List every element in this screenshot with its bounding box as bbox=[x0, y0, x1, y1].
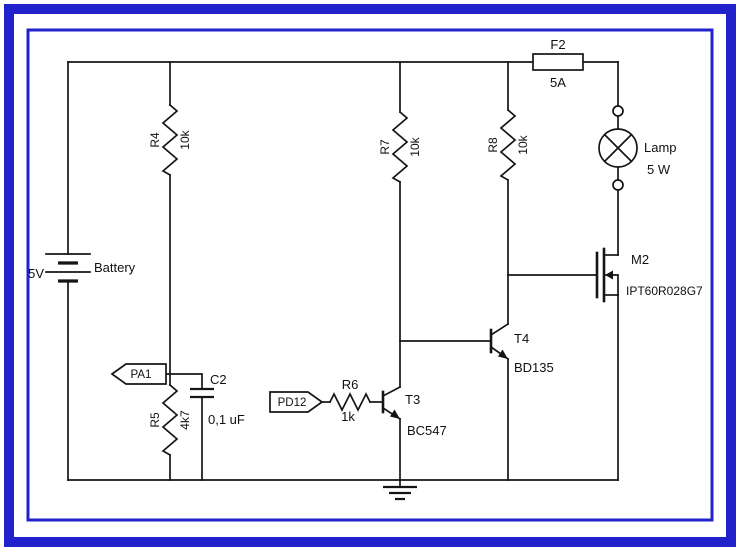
ground-symbol bbox=[383, 479, 417, 501]
m2-part-label: IPT60R028G7 bbox=[626, 284, 703, 298]
t3-emitter-arrow bbox=[390, 409, 400, 419]
lamp-value-label: 5 W bbox=[647, 162, 671, 177]
battery: 5V Battery bbox=[28, 253, 136, 283]
c2-ref-label: C2 bbox=[210, 372, 227, 387]
r6-zigzag bbox=[328, 392, 372, 412]
resistor-r5: R5 4k7 bbox=[148, 383, 192, 457]
t4-emitter-arrow bbox=[498, 349, 508, 359]
r5-value-label: 4k7 bbox=[178, 410, 192, 430]
pd12-tag-label: PD12 bbox=[278, 397, 307, 409]
r4-ref-label: R4 bbox=[148, 132, 162, 148]
r7-ref-label: R7 bbox=[378, 139, 392, 155]
r8-zigzag bbox=[499, 108, 517, 182]
frame bbox=[4, 4, 736, 547]
inner-frame-border bbox=[26, 28, 714, 522]
lamp-ref-label: Lamp bbox=[644, 140, 677, 155]
resistor-r4: R4 10k bbox=[148, 103, 192, 177]
t4-collector bbox=[489, 322, 510, 337]
battery-name-label: Battery bbox=[94, 260, 136, 275]
pa1-tag-shape bbox=[110, 363, 167, 385]
c2-top-wire bbox=[169, 373, 203, 390]
t3-collector bbox=[381, 385, 402, 398]
r5-zigzag bbox=[161, 383, 179, 457]
r5-ref-label: R5 bbox=[148, 412, 162, 428]
f2-fuse-body bbox=[532, 53, 584, 71]
lamp: Lamp 5 W bbox=[598, 105, 677, 191]
m2-ref-label: M2 bbox=[631, 252, 649, 267]
lamp-cross bbox=[603, 133, 633, 163]
wires bbox=[67, 61, 619, 481]
t3-ref-label: T3 bbox=[405, 392, 420, 407]
outer-frame-border bbox=[4, 4, 736, 547]
pd12-tag-shape bbox=[269, 391, 324, 413]
tag-pa1: PA1 bbox=[110, 363, 167, 385]
battery-voltage-label: 5V bbox=[28, 266, 44, 281]
r8-value-label: 10k bbox=[516, 134, 530, 154]
t4-ref-label: T4 bbox=[514, 331, 529, 346]
lamp-terminal-bottom bbox=[612, 179, 624, 191]
fuse-f2: F2 5A bbox=[532, 37, 584, 90]
lamp-terminal-top bbox=[612, 105, 624, 117]
t4-part-label: BD135 bbox=[514, 360, 554, 375]
transistor-t4: T4 BD135 bbox=[489, 322, 554, 375]
resistor-r6: R6 1k bbox=[328, 377, 372, 424]
f2-value-label: 5A bbox=[550, 75, 566, 90]
c2-value-label: 0,1 uF bbox=[208, 412, 245, 427]
r7-value-label: 10k bbox=[408, 136, 422, 156]
r8-ref-label: R8 bbox=[486, 137, 500, 153]
f2-ref-label: F2 bbox=[550, 37, 565, 52]
mosfet-m2: M2 IPT60R028G7 bbox=[595, 247, 703, 303]
pa1-tag-label: PA1 bbox=[131, 369, 152, 381]
m2-body-arrow bbox=[605, 270, 613, 280]
resistor-r7: R7 10k bbox=[378, 110, 422, 184]
r7-zigzag bbox=[391, 110, 409, 184]
r4-value-label: 10k bbox=[178, 129, 192, 149]
transistor-t3: T3 BC547 bbox=[381, 385, 447, 438]
tag-pd12: PD12 bbox=[269, 391, 324, 413]
capacitor-c2: C2 0,1 uF bbox=[190, 372, 245, 427]
r6-value-label: 1k bbox=[341, 409, 355, 424]
resistor-r8: R8 10k bbox=[486, 108, 530, 182]
t3-part-label: BC547 bbox=[407, 423, 447, 438]
r6-ref-label: R6 bbox=[342, 377, 359, 392]
r4-zigzag bbox=[161, 103, 179, 177]
